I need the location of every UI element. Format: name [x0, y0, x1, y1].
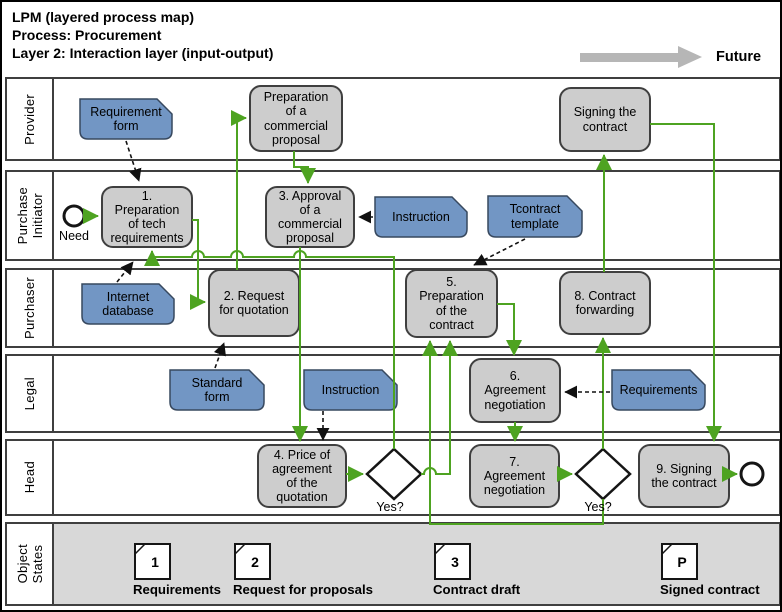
- state-1-code: 1: [151, 553, 159, 570]
- title-line-3: Layer 2: Interaction layer (input-output…: [12, 45, 274, 61]
- future-label: Future: [716, 49, 762, 65]
- data-flow-internet-database-to-task1: [116, 261, 134, 283]
- lane-purchaser-cell: Purchaser: [7, 270, 54, 346]
- data-flows: [116, 140, 610, 441]
- task-4-label: 4. Price of agreement of the quotation: [272, 447, 332, 505]
- task-1-label: 1. Preparation of tech requirements: [110, 188, 184, 246]
- object-state-icons: [134, 543, 698, 580]
- data-instruction-legal-shape: [303, 369, 398, 411]
- lane-provider-cell: Provider: [7, 79, 54, 159]
- lane-legal-cell: Legal: [7, 356, 54, 431]
- flow-task1-to-task2: [190, 219, 206, 310]
- task-shapes: [101, 85, 730, 508]
- task-2-label: 2. Request for quotation: [219, 288, 289, 317]
- task-5-label: 5. Preparation of the contract: [419, 275, 484, 332]
- data-object-shapes: [79, 98, 706, 411]
- start-event-circle: [62, 204, 86, 228]
- flow-task5-to-task6: [497, 303, 522, 356]
- task-3-shape: [265, 186, 355, 248]
- data-tcontract-template-label: Tcontract template: [509, 202, 561, 231]
- lane-purchase-initiator-cell: Purchase Initiator: [7, 172, 54, 259]
- task-signing-provider-shape: [559, 87, 651, 152]
- flow-gateway2-no-to-task5: [422, 340, 604, 525]
- sequence-flows: [83, 110, 738, 525]
- data-internet-database-shape: [81, 283, 175, 325]
- data-requirement-form-label: Requirement form: [90, 104, 162, 133]
- task-3-label: 3. Approval of a commercial proposal: [278, 188, 342, 246]
- task-6-label: 6. Agreement negotiation: [484, 369, 546, 412]
- flow-prep-commercial-to-task3: [293, 151, 316, 184]
- gateway-1-label: Yes?: [376, 500, 404, 514]
- data-standard-form-shape: [169, 369, 265, 411]
- data-instruction-pi-shape: [374, 196, 468, 238]
- task-prep-commercial-shape: [249, 85, 343, 152]
- end-event-circle: [739, 461, 765, 487]
- gateway-2-label: Yes?: [584, 500, 612, 514]
- state-p-icon: [661, 543, 698, 580]
- task-4-shape: [257, 444, 347, 508]
- gateway-2-diamond: [574, 447, 632, 501]
- title-line-2: Process: Procurement: [12, 27, 162, 43]
- state-3-code: 3: [451, 553, 459, 570]
- state-p-label: Signed contract: [660, 582, 760, 597]
- data-standard-form-label: Standard form: [191, 375, 243, 404]
- flow-gateway1-no-to-task1: [144, 250, 395, 449]
- diagram-title: LPM (layered process map) Process: Procu…: [12, 8, 273, 62]
- task-1-shape: [101, 186, 193, 248]
- start-event-label: Need: [59, 229, 89, 243]
- state-2-code: 2: [251, 553, 259, 570]
- state-3-label: Contract draft: [433, 582, 521, 597]
- lane-object-states-cell: Object States: [7, 524, 54, 604]
- future-arrow-icon: [580, 53, 680, 62]
- data-flow-tcontract-template-to-task5: [473, 238, 526, 266]
- data-requirement-form-shape: [79, 98, 173, 140]
- state-3-icon: [434, 543, 471, 580]
- task-7-label: 7. Agreement negotiation: [483, 454, 546, 498]
- title-line-1: LPM (layered process map): [12, 9, 195, 25]
- flow-gateway1-yes-to-task5: [421, 340, 458, 475]
- flow-task2-to-prep-commercial: [231, 110, 247, 270]
- data-requirements-legal-shape: [611, 369, 706, 411]
- data-internet-database-label: Internet database: [102, 289, 154, 318]
- state-2-icon: [234, 543, 271, 580]
- data-requirements-legal-label: Requirements: [619, 382, 698, 397]
- lane-head-cell: Head: [7, 441, 54, 514]
- data-instruction-pi-label: Instruction: [392, 209, 450, 224]
- gateway-1-diamond: [365, 447, 423, 501]
- task-signing-provider-label: Signing the contract: [573, 105, 637, 134]
- future-arrowhead-icon: [678, 46, 702, 68]
- state-p-code: P: [677, 553, 687, 570]
- state-2-label: Request for proposals: [233, 582, 373, 597]
- data-tcontract-template-shape: [487, 195, 583, 238]
- task-prep-commercial-label: Preparation of a commercial proposal: [263, 90, 329, 147]
- state-1-label: Requirements: [133, 582, 221, 597]
- task-9-label: 9. Signing the contract: [651, 461, 717, 490]
- flow-signing-provider-to-task9: [650, 123, 722, 442]
- state-1-icon: [134, 543, 171, 580]
- data-flow-standard-form-to-task2: [213, 342, 226, 369]
- task-8-label: 8. Contract forwarding: [574, 288, 636, 317]
- data-instruction-legal-label: Instruction: [321, 382, 380, 397]
- data-flow-requirement-form-to-task1: [125, 140, 142, 182]
